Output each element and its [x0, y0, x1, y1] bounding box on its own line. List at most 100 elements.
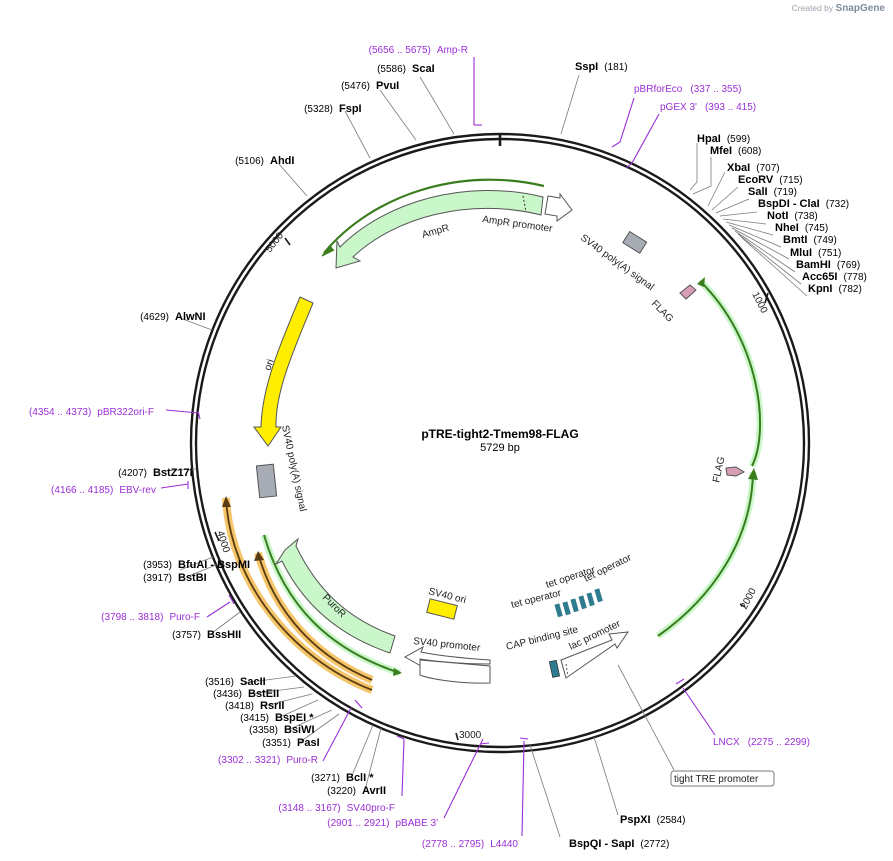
site-bstbi[interactable]: BstBI(3917): [143, 572, 207, 584]
primer-puro-f[interactable]: Puro-F(3798 .. 3818): [101, 612, 200, 623]
primer-name: LNCX: [713, 737, 740, 748]
primer-amp-r[interactable]: Amp-R(5656 .. 5675): [369, 45, 468, 56]
primer-ebv-rev[interactable]: EBV-rev(4166 .. 4185): [51, 485, 156, 496]
site-name: BstZ17I: [153, 467, 193, 479]
site-position: (751): [818, 248, 841, 259]
site-position: (715): [779, 175, 802, 186]
site-kpni[interactable]: KpnI(782): [808, 283, 862, 295]
primer-range: (2901 .. 2921): [327, 818, 389, 829]
site-name: BmtI: [783, 234, 807, 246]
primer-lncx[interactable]: LNCX(2275 .. 2299): [713, 737, 810, 748]
site-bmti[interactable]: BmtI(749): [783, 234, 837, 246]
site-name: BssHII: [207, 629, 241, 641]
site-name: NotI: [767, 210, 788, 222]
site-name: PvuI: [376, 80, 399, 92]
site-bsshii[interactable]: BssHII(3757): [172, 629, 241, 641]
flag-top-box[interactable]: [679, 284, 697, 300]
sv40-ori-box[interactable]: [426, 598, 458, 620]
site-bamhi[interactable]: BamHI(769): [796, 259, 860, 271]
site-name: SacII: [240, 676, 266, 688]
primer-range: (4354 .. 4373): [29, 407, 91, 418]
primer-name: L4440: [490, 839, 518, 850]
credit-text: Created by: [791, 3, 834, 13]
primer-puro-r[interactable]: Puro-R(3302 .. 3321): [218, 755, 318, 766]
primer-l4440[interactable]: L4440(2778 .. 2795): [422, 839, 519, 850]
tight-tre-promoter-box[interactable]: [670, 770, 775, 787]
sv40-polya-left-box[interactable]: [255, 463, 278, 499]
site-position: (3415): [240, 713, 269, 724]
site-name: SspI: [575, 61, 598, 73]
site-fspi[interactable]: FspI(5328): [304, 103, 362, 115]
primer-pbabe-3-[interactable]: pBABE 3'(2901 .. 2921): [327, 818, 438, 829]
flag-right-box[interactable]: [725, 466, 746, 477]
tet-operator-blocks[interactable]: [554, 588, 603, 618]
primer-pgex-3-[interactable]: pGEX 3'(393 .. 415): [660, 102, 756, 113]
ori-arrow[interactable]: [253, 296, 314, 447]
ampr-arrow[interactable]: [335, 189, 544, 269]
site-bstz17i[interactable]: BstZ17I(4207): [118, 467, 193, 479]
primer-name: Puro-R: [286, 755, 318, 766]
site-mfei[interactable]: MfeI(608): [710, 145, 761, 157]
site-position: (778): [843, 272, 866, 283]
site-bcli-[interactable]: BclI *(3271): [311, 772, 374, 784]
tick-marks: [214, 237, 769, 741]
site-position: (769): [837, 260, 860, 271]
site-bsteii[interactable]: BstEII(3436): [213, 688, 279, 700]
sv40-polya-top-box[interactable]: [622, 230, 648, 254]
site-bsiwi[interactable]: BsiWI(3358): [249, 724, 314, 736]
site-bfuai-bspmi[interactable]: BfuAI - BspMI(3953): [143, 559, 250, 571]
insert-glow-upper: [697, 278, 764, 468]
site-bspqi-sapi[interactable]: BspQI - SapI(2772): [569, 838, 669, 850]
site-pasi[interactable]: PasI(3351): [262, 737, 320, 749]
cap-binding-site-box[interactable]: [548, 659, 561, 678]
site-leaders: [160, 74, 808, 838]
site-mlui[interactable]: MluI (751): [790, 247, 841, 259]
tet-operator-label-1: tet operator: [510, 588, 563, 611]
site-sali[interactable]: SalI(719): [748, 186, 797, 198]
site-position: (3516): [205, 677, 234, 688]
plasmid-title: pTRE-tight2-Tmem98-FLAG: [421, 427, 578, 441]
ampr-promoter-arrow[interactable]: [544, 192, 573, 222]
site-pvui[interactable]: PvuI(5476): [341, 80, 399, 92]
site-name: HpaI: [697, 133, 721, 145]
lac-promoter-arrow[interactable]: [560, 631, 630, 679]
sv40-promoter-body: [419, 659, 491, 684]
puror-arrow[interactable]: [274, 537, 396, 654]
site-ecorv[interactable]: EcoRV(715): [738, 174, 803, 186]
site-position: (3418): [225, 701, 254, 712]
site-rsrii[interactable]: RsrII(3418): [225, 700, 284, 712]
site-ahdi[interactable]: AhdI(5106): [235, 155, 294, 167]
site-alwni[interactable]: AlwNI(4629): [140, 311, 205, 323]
site-bspdi-clai[interactable]: BspDI - ClaI(732): [758, 198, 849, 210]
primer-leaders: [160, 57, 716, 837]
site-name: MluI: [790, 247, 812, 259]
site-position: (3436): [213, 689, 242, 700]
primer-pbrforeco[interactable]: pBRforEco(337 .. 355): [634, 84, 742, 95]
site-hpai[interactable]: HpaI(599): [697, 133, 750, 145]
snapgene-credit: Created by SnapGene: [792, 3, 885, 14]
site-avrii[interactable]: AvrII(3220): [327, 785, 386, 797]
site-name: BspEI *: [275, 712, 314, 724]
site-scai[interactable]: ScaI(5586): [377, 63, 435, 75]
primer-pbr322ori-f[interactable]: pBR322ori-F(4354 .. 4373): [29, 407, 154, 418]
site-name: Acc65I: [802, 271, 837, 283]
site-nhei[interactable]: NheI(745): [775, 222, 828, 234]
site-noti[interactable]: NotI(738): [767, 210, 818, 222]
site-bspei-[interactable]: BspEI * (3415): [240, 712, 314, 724]
site-sacii[interactable]: SacII (3516): [205, 676, 266, 688]
site-name: XbaI: [727, 162, 750, 174]
site-xbai[interactable]: XbaI(707): [727, 162, 780, 174]
primer-sv40pro-f[interactable]: SV40pro-F(3148 .. 3167): [278, 803, 395, 814]
insert-glow-lower: [655, 471, 757, 639]
flag-right-label: FLAG: [711, 456, 727, 484]
site-position: (5586): [377, 64, 406, 75]
insert-arrowhead: [748, 468, 758, 480]
site-position: (3358): [249, 725, 278, 736]
primer-range: (3148 .. 3167): [278, 803, 340, 814]
site-position: (608): [738, 146, 761, 157]
site-sspi[interactable]: SspI(181): [575, 61, 628, 73]
site-pspxi[interactable]: PspXI(2584): [620, 814, 685, 826]
site-acc65i[interactable]: Acc65I (778): [802, 271, 867, 283]
primer-name: pBRforEco: [634, 84, 683, 95]
site-position: (719): [774, 187, 797, 198]
